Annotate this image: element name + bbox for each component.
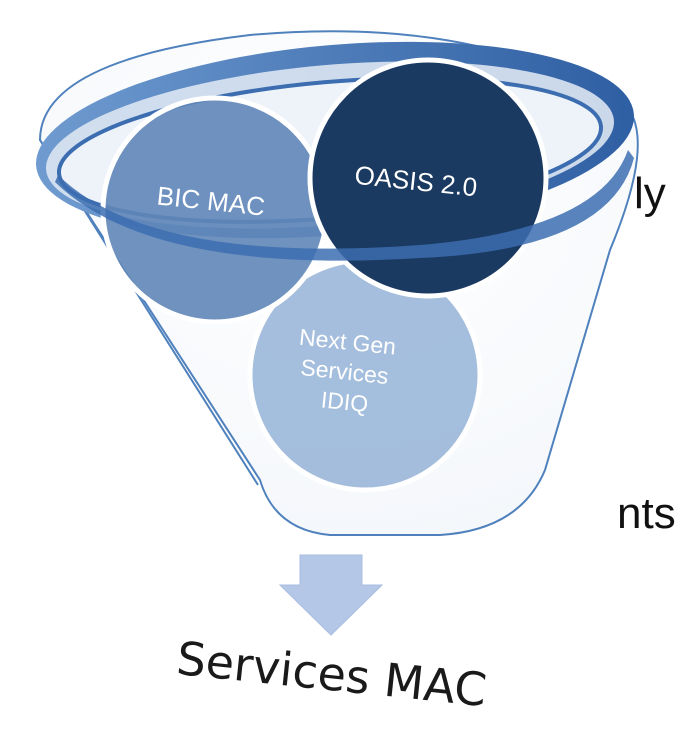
next-gen-label: Next Gen Services IDIQ bbox=[292, 324, 404, 420]
side-text-fragment-bottom: nts bbox=[617, 489, 676, 538]
side-text-fragment-top: ly bbox=[634, 169, 666, 218]
services-mac-label: Services MAC bbox=[174, 631, 489, 717]
down-arrow-icon bbox=[278, 554, 384, 636]
